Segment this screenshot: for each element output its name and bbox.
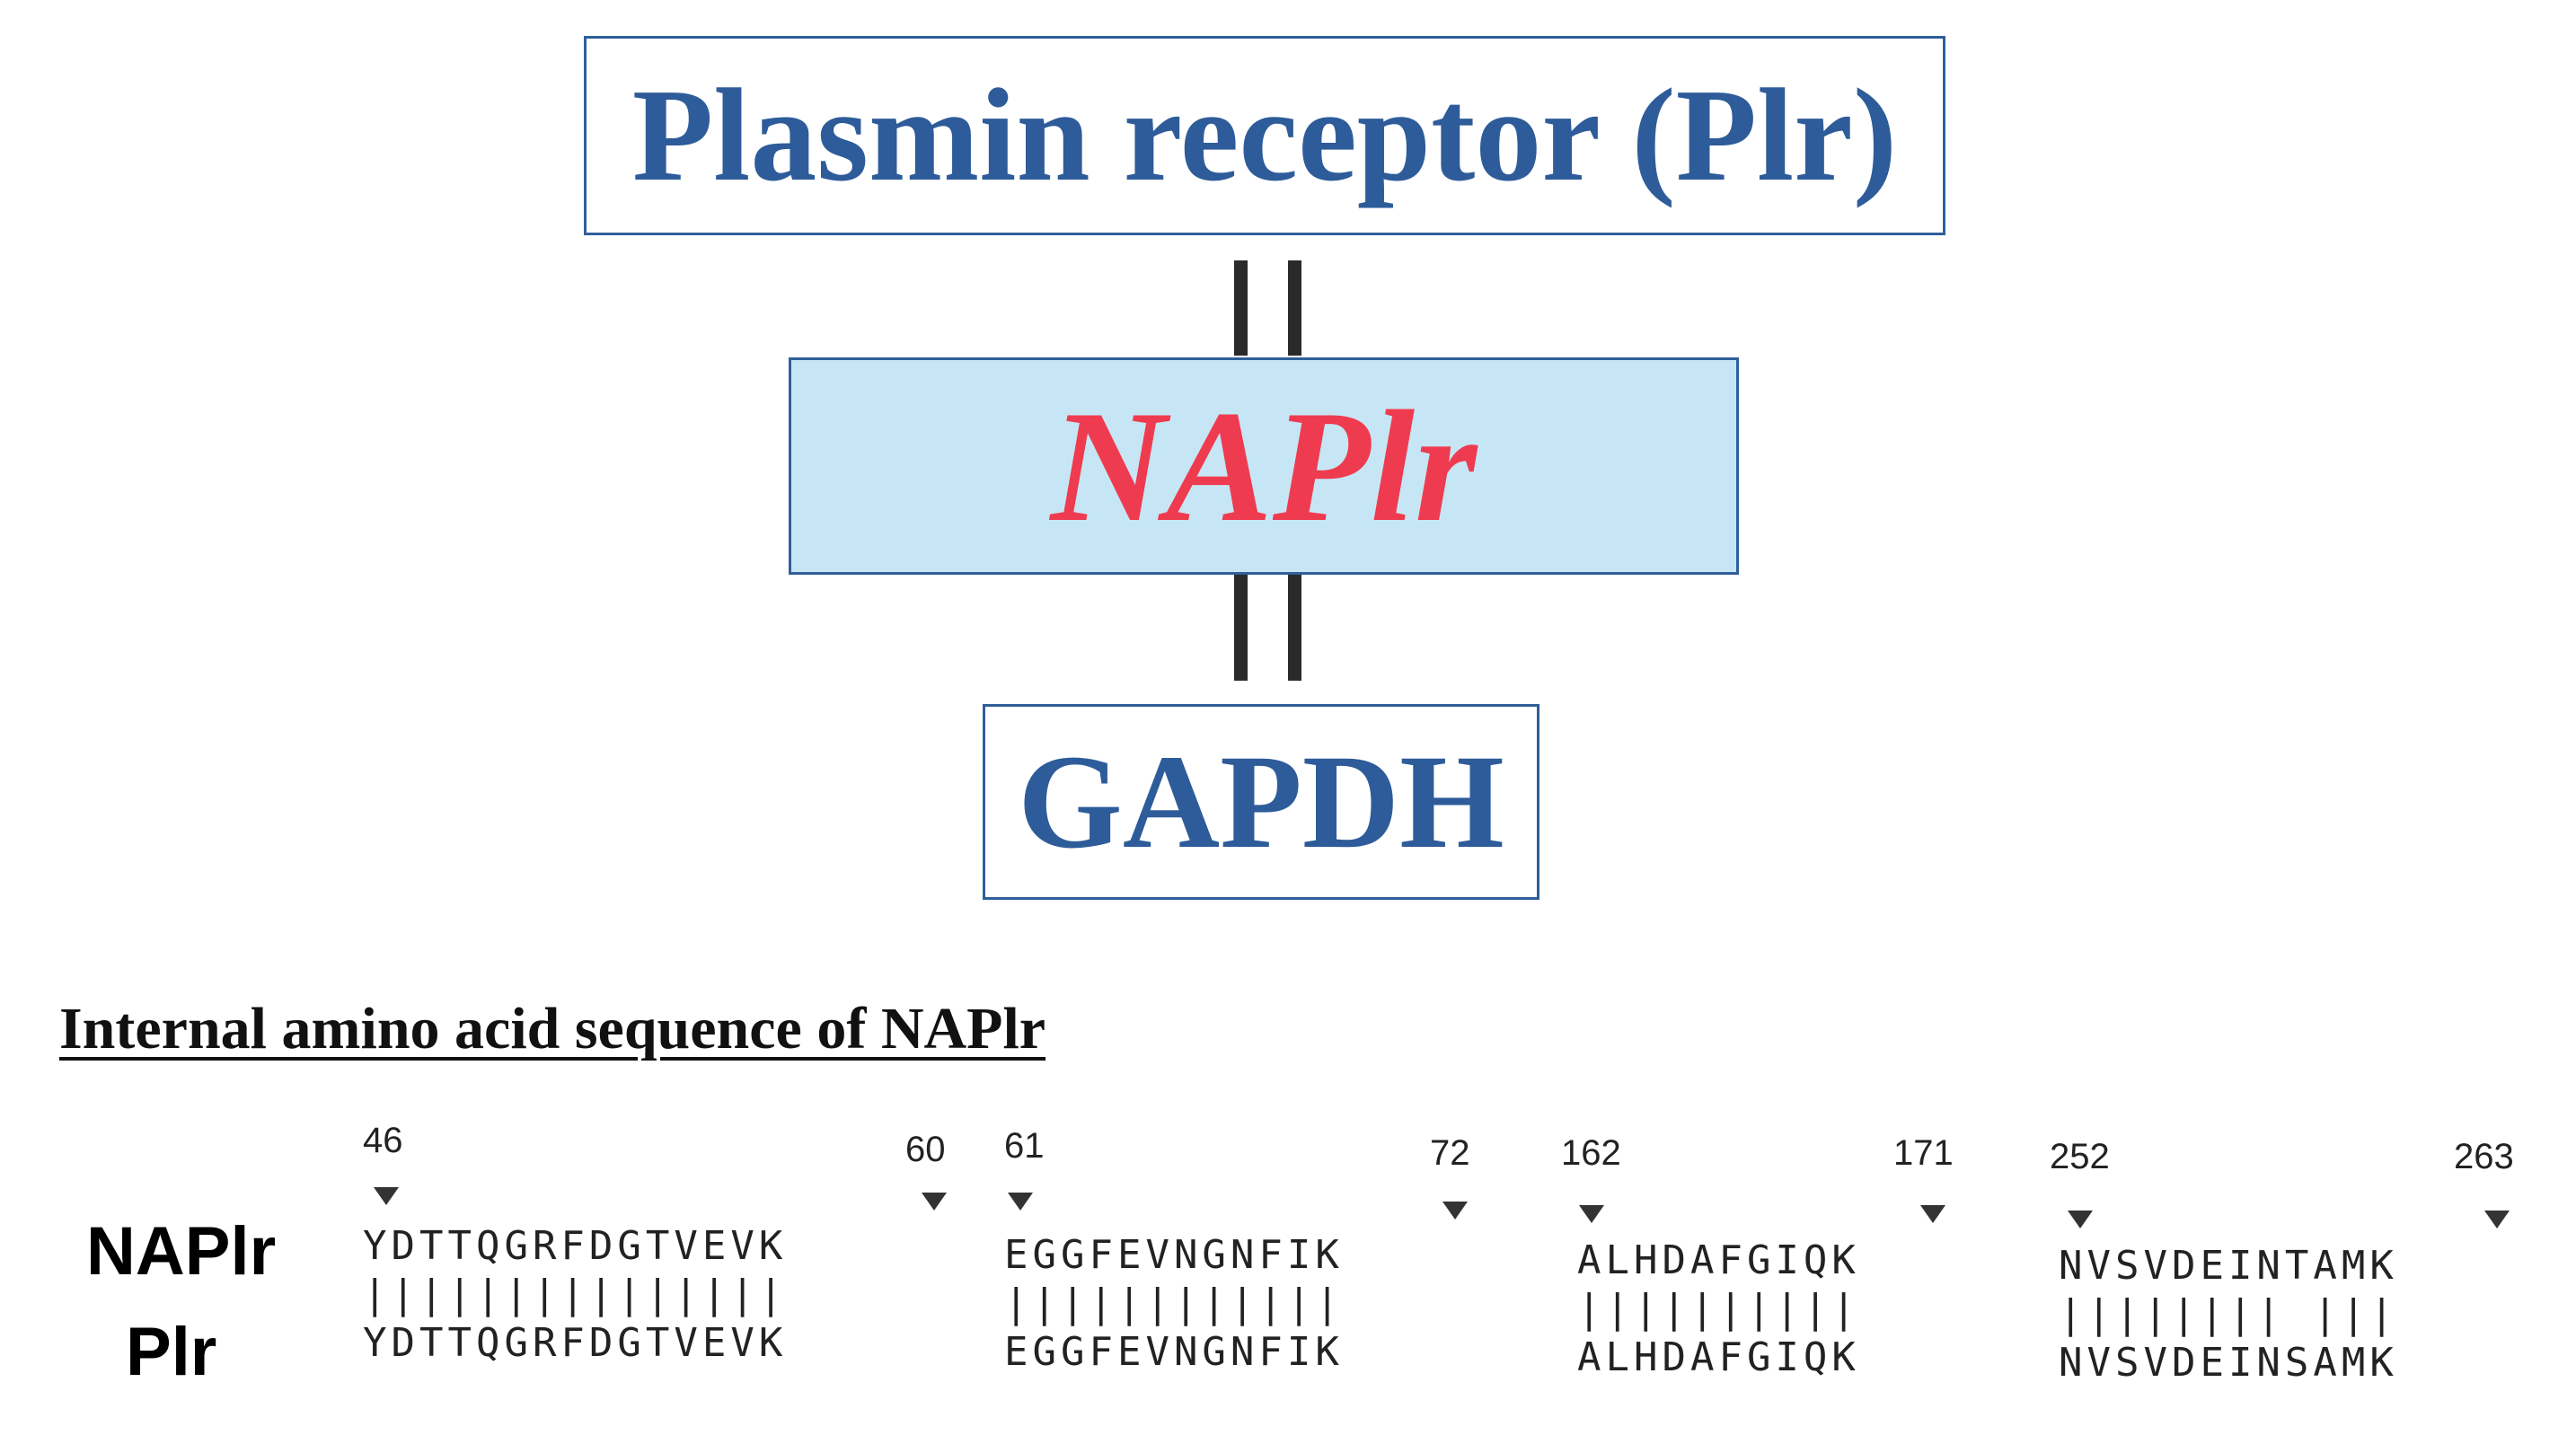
- end-marker-triangle: [2484, 1211, 2510, 1228]
- identity-marks: ||||||||||: [1577, 1286, 1860, 1332]
- gapdh-label: GAPDH: [1018, 727, 1504, 876]
- end-marker-triangle: [1920, 1205, 1945, 1223]
- gapdh-box: GAPDH: [983, 704, 1539, 900]
- connector-bar-right-bottom: [1288, 575, 1301, 681]
- plasmin-receptor-label: Plasmin receptor (Plr): [631, 62, 1898, 209]
- plr-sequence: NVSVDEINSAMK: [2059, 1340, 2398, 1386]
- naplr-sequence: YDTTQGRFDGTVEVK: [363, 1223, 788, 1269]
- end-marker-triangle: [1442, 1202, 1468, 1219]
- segment-start-position: 162: [1561, 1133, 1621, 1173]
- plr-sequence: ALHDAFGIQK: [1577, 1334, 1860, 1380]
- alignment-heading: Internal amino acid sequence of NAPlr: [59, 996, 1046, 1061]
- segment-end-position: 60: [905, 1130, 946, 1169]
- identity-marks: |||||||| |||: [2059, 1291, 2398, 1337]
- start-marker-triangle: [2068, 1211, 2093, 1228]
- row-label-naplr: NAPlr: [86, 1213, 277, 1290]
- segment-end-position: 72: [1430, 1133, 1470, 1173]
- start-marker-triangle: [374, 1187, 399, 1205]
- connector-bar-left-top: [1234, 260, 1248, 356]
- segment-end-position: 171: [1893, 1133, 1954, 1173]
- segment-start-position: 252: [2050, 1137, 2110, 1176]
- plasmin-receptor-box: Plasmin receptor (Plr): [584, 36, 1945, 235]
- naplr-sequence: NVSVDEINTAMK: [2059, 1243, 2398, 1289]
- start-marker-triangle: [1579, 1205, 1604, 1223]
- start-marker-triangle: [1008, 1193, 1033, 1211]
- naplr-sequence: ALHDAFGIQK: [1577, 1237, 1860, 1283]
- segment-start-position: 61: [1004, 1126, 1045, 1166]
- end-marker-triangle: [922, 1193, 947, 1211]
- plr-sequence: YDTTQGRFDGTVEVK: [363, 1320, 788, 1366]
- identity-marks: |||||||||||||||: [363, 1272, 788, 1317]
- segment-end-position: 263: [2454, 1137, 2514, 1176]
- segment-start-position: 46: [363, 1121, 403, 1160]
- row-label-plr: Plr: [126, 1314, 217, 1390]
- connector-bar-left-bottom: [1234, 575, 1248, 681]
- naplr-sequence: EGGFEVNGNFIK: [1004, 1232, 1344, 1278]
- connector-bar-right-top: [1288, 260, 1301, 356]
- plr-sequence: EGGFEVNGNFIK: [1004, 1329, 1344, 1375]
- naplr-box: NAPlr: [789, 357, 1739, 575]
- naplr-label: NAPlr: [1050, 377, 1478, 555]
- identity-marks: ||||||||||||: [1004, 1281, 1344, 1326]
